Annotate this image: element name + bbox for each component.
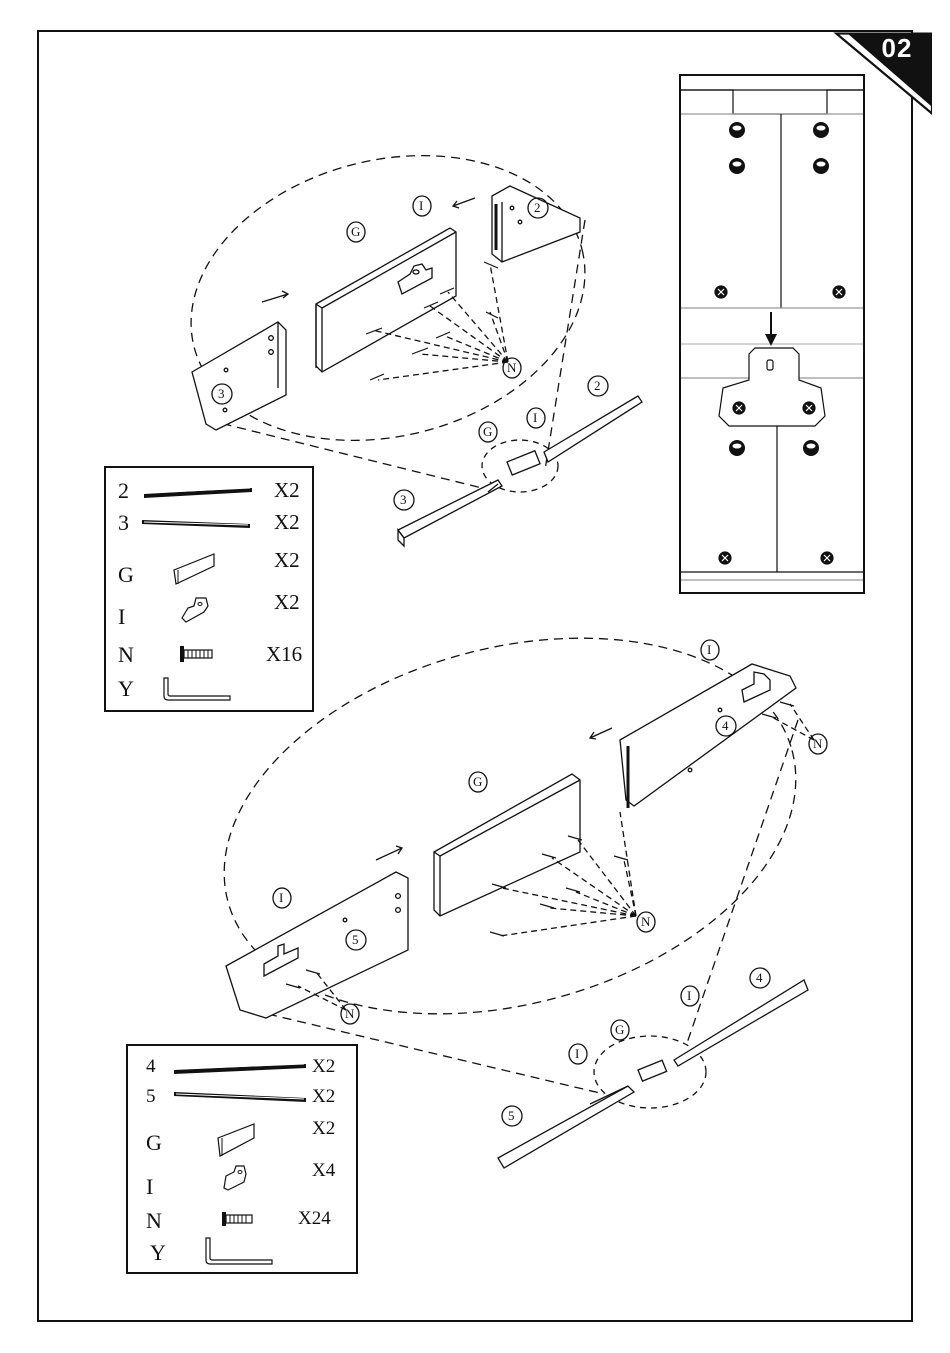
part-quantity: X16 — [266, 642, 302, 667]
callout-board-5: 5 — [352, 932, 359, 948]
part-label: Y — [150, 1240, 166, 1266]
callout-plate-i-small-3: I — [575, 1046, 579, 1062]
callout-plate-i-small-2: I — [687, 988, 691, 1004]
mounting-plate-icon — [178, 594, 214, 624]
step1-parts-list: 2 X2 3 X2 G X2 I X2 N X16 Y — [104, 466, 314, 712]
callout-bracket-g: G — [351, 224, 360, 240]
detail-drawing — [681, 76, 865, 594]
long-rail-icon — [170, 1060, 310, 1074]
parts-row: I X4 — [128, 1160, 356, 1200]
part-quantity: X4 — [312, 1160, 335, 1182]
connector-bracket-icon — [214, 1118, 260, 1160]
parts-row: G X2 — [106, 548, 312, 590]
part-label: N — [118, 642, 134, 668]
callout-screw-n: N — [507, 360, 516, 376]
part-label: G — [118, 562, 134, 588]
callout-board-3-small: 3 — [400, 492, 407, 508]
callout-plate-i-2: I — [707, 642, 711, 658]
part-label: 3 — [118, 510, 129, 536]
parts-row: Y — [128, 1240, 356, 1274]
part-quantity: X2 — [274, 590, 300, 615]
allen-key-icon — [160, 676, 232, 702]
callout-board-3: 3 — [218, 386, 225, 402]
callout-screw-n-2: N — [813, 736, 822, 752]
allen-key-icon — [202, 1236, 274, 1266]
callout-plate-i-small: I — [533, 410, 537, 426]
screw-icon — [178, 644, 218, 664]
part-label: 2 — [118, 478, 129, 504]
callout-board-2: 2 — [534, 200, 541, 216]
parts-row: Y — [106, 676, 312, 710]
part-quantity: X2 — [274, 478, 300, 503]
mounting-plate-icon — [220, 1162, 252, 1192]
parts-row: 3 X2 — [106, 510, 312, 544]
parts-row: 4 X2 — [128, 1056, 356, 1082]
part-label: I — [118, 604, 125, 630]
callout-board-5-small: 5 — [508, 1108, 515, 1124]
callout-bracket-g-small-2: G — [615, 1022, 624, 1038]
detail-inset-panel — [679, 74, 865, 594]
part-quantity: X2 — [274, 548, 300, 573]
callout-board-4: 4 — [722, 718, 729, 734]
part-quantity: X2 — [274, 510, 300, 535]
part-quantity: X24 — [298, 1208, 331, 1230]
part-label: 4 — [146, 1056, 156, 1078]
part-label: I — [146, 1174, 153, 1200]
part-quantity: X2 — [312, 1086, 335, 1108]
callout-board-2-small: 2 — [594, 378, 601, 394]
step2-parts-list: 4 X2 5 X2 G X2 I X4 N X24 Y — [126, 1044, 358, 1274]
callout-bracket-g-2: G — [473, 774, 482, 790]
screw-icon — [220, 1210, 256, 1228]
callout-screw-n-4: N — [345, 1006, 354, 1022]
parts-row: N X16 — [106, 642, 312, 676]
part-label: Y — [118, 676, 134, 702]
parts-row: I X2 — [106, 590, 312, 630]
part-label: 5 — [146, 1086, 156, 1108]
connector-bracket-icon — [170, 548, 220, 588]
parts-row: G X2 — [128, 1118, 356, 1160]
callout-plate-i: I — [419, 198, 423, 214]
long-rail-icon — [170, 1088, 310, 1104]
long-rail-icon — [140, 484, 256, 498]
part-label: G — [146, 1130, 162, 1156]
callout-bracket-g-small: G — [483, 424, 492, 440]
parts-row: 2 X2 — [106, 478, 312, 512]
callout-screw-n-3: N — [641, 914, 650, 930]
callout-plate-i-3: I — [279, 890, 283, 906]
callout-board-4-small: 4 — [756, 970, 763, 986]
part-quantity: X2 — [312, 1118, 335, 1140]
parts-row: 5 X2 — [128, 1086, 356, 1112]
part-label: N — [146, 1208, 162, 1234]
part-quantity: X2 — [312, 1056, 335, 1078]
long-rail-icon — [138, 514, 254, 530]
